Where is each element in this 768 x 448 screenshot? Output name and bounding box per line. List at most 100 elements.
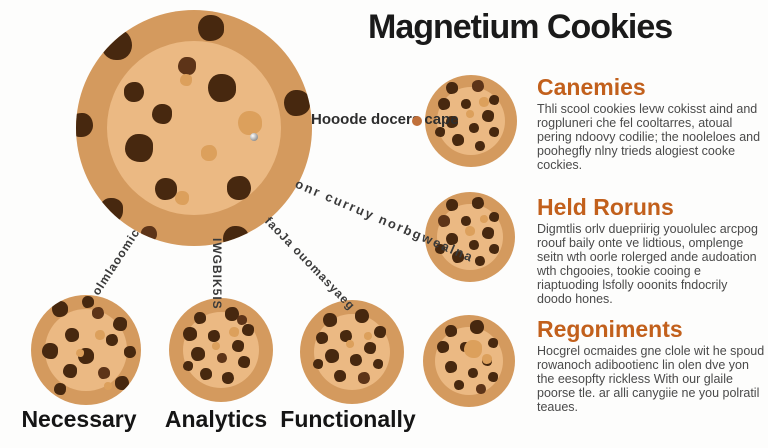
cookie-analytics — [169, 298, 273, 402]
chocolate-chip-icon — [42, 343, 58, 359]
chocolate-chip-icon — [183, 361, 193, 371]
chocolate-chip-icon — [217, 353, 227, 363]
chocolate-chip-icon — [461, 99, 471, 109]
chocolate-chip-icon — [284, 90, 310, 116]
cookie-light-spot — [346, 340, 354, 348]
chocolate-chip-icon — [469, 240, 479, 250]
chocolate-chip-icon — [113, 317, 127, 331]
chocolate-chip-icon — [238, 356, 250, 368]
cookie-light-spot — [464, 340, 482, 358]
section-regoniments: Regoniments Hocgrel ocmaides gne clole w… — [537, 316, 765, 414]
cookie-regoniments — [423, 315, 515, 407]
hub-cookie-label: Hooode docers cape — [311, 111, 459, 128]
section-heading: Regoniments — [537, 316, 683, 342]
chocolate-chip-icon — [232, 340, 244, 352]
connector-label-analytics: IWGBIK5IS — [210, 238, 224, 310]
cookie-light-spot — [480, 215, 488, 223]
chocolate-chip-icon — [208, 330, 220, 342]
cookie-functionally — [300, 300, 404, 404]
section-heading: Held Roruns — [537, 194, 674, 220]
chocolate-chip-icon — [350, 354, 362, 366]
chocolate-chip-icon — [152, 104, 172, 124]
chocolate-chip-icon — [452, 251, 464, 263]
chocolate-chip-icon — [446, 116, 458, 128]
chocolate-chip-icon — [325, 349, 339, 363]
chocolate-chip-icon — [438, 215, 450, 227]
chocolate-chip-icon — [183, 327, 197, 341]
cookie-light-spot — [479, 97, 489, 107]
shine-dot-icon — [250, 133, 258, 141]
cookie-light-spot — [364, 332, 372, 340]
chocolate-chip-icon — [461, 216, 471, 226]
chocolate-chip-icon — [313, 359, 323, 369]
chocolate-chip-icon — [358, 372, 370, 384]
chocolate-chip-icon — [191, 347, 205, 361]
cookie-light-spot — [180, 74, 192, 86]
cookie-light-spot — [466, 110, 474, 118]
chocolate-chip-icon — [200, 368, 212, 380]
chocolate-chip-icon — [445, 361, 457, 373]
chocolate-chip-icon — [316, 332, 328, 344]
chocolate-chip-icon — [63, 364, 77, 378]
section-body: Hocgrel ocmaides gne clole wit he spoud … — [537, 344, 765, 414]
chocolate-chip-icon — [92, 307, 104, 319]
cookie-main — [76, 10, 312, 246]
chocolate-chip-icon — [489, 127, 499, 137]
cookie-light-spot — [465, 226, 475, 236]
chocolate-chip-icon — [482, 110, 494, 122]
cookie-light-spot — [229, 327, 239, 337]
chocolate-chip-icon — [208, 74, 236, 102]
chocolate-chip-icon — [124, 346, 136, 358]
section-canemies: Canemies Thli scool cookies levw cokisst… — [537, 74, 765, 172]
chocolate-chip-icon — [124, 82, 144, 102]
chocolate-chip-icon — [488, 338, 498, 348]
chocolate-chip-icon — [115, 376, 129, 390]
chocolate-chip-icon — [488, 372, 498, 382]
chocolate-chip-icon — [475, 141, 485, 151]
chocolate-chip-icon — [155, 178, 177, 200]
chocolate-chip-icon — [470, 320, 484, 334]
chocolate-chip-icon — [237, 315, 247, 325]
chocolate-chip-icon — [82, 296, 94, 308]
cookie-light-spot — [201, 145, 217, 161]
cookie-canemies — [425, 75, 517, 167]
chocolate-chip-icon — [454, 380, 464, 390]
cookie-light-spot — [95, 330, 105, 340]
chocolate-chip-icon — [446, 199, 458, 211]
cookie-held-roruns — [425, 192, 515, 282]
chocolate-chip-icon — [227, 176, 251, 200]
cookie-light-spot — [76, 349, 84, 357]
section-body: Digmtlis orlv duepriirig youolulec arcpo… — [537, 222, 758, 306]
chocolate-chip-icon — [469, 123, 479, 133]
chocolate-chip-icon — [99, 198, 123, 222]
chocolate-chip-icon — [475, 256, 485, 266]
cookie-light-spot — [104, 382, 112, 390]
chocolate-chip-icon — [468, 368, 478, 378]
cookie-necessary — [31, 295, 141, 405]
section-heading: Canemies — [537, 74, 646, 100]
chocolate-chip-icon — [334, 370, 346, 382]
chocolate-chip-icon — [482, 227, 494, 239]
chocolate-chip-icon — [355, 309, 369, 323]
chocolate-chip-icon — [364, 342, 376, 354]
chocolate-chip-icon — [437, 341, 449, 353]
chocolate-chip-icon — [98, 367, 110, 379]
chocolate-chip-icon — [65, 328, 79, 342]
chocolate-chip-icon — [242, 324, 254, 336]
chocolate-chip-icon — [102, 30, 132, 60]
chocolate-chip-icon — [323, 313, 337, 327]
label-necessary: Necessary — [21, 406, 137, 432]
chocolate-chip-icon — [374, 326, 386, 338]
chocolate-chip-icon — [438, 98, 450, 110]
chocolate-chip-icon — [452, 134, 464, 146]
chocolate-chip-icon — [340, 330, 352, 342]
cookie-light-spot — [212, 342, 220, 350]
chocolate-chip-icon — [106, 334, 118, 346]
section-held-roruns: Held Roruns Digmtlis orlv duepriirig you… — [537, 194, 765, 306]
connector-label-functionally: faoJa ouomasyaeg — [261, 214, 359, 313]
chocolate-chip-icon — [476, 384, 486, 394]
chocolate-chip-icon — [489, 212, 499, 222]
chocolate-chip-icon — [472, 197, 484, 209]
chocolate-chip-icon — [435, 127, 445, 137]
